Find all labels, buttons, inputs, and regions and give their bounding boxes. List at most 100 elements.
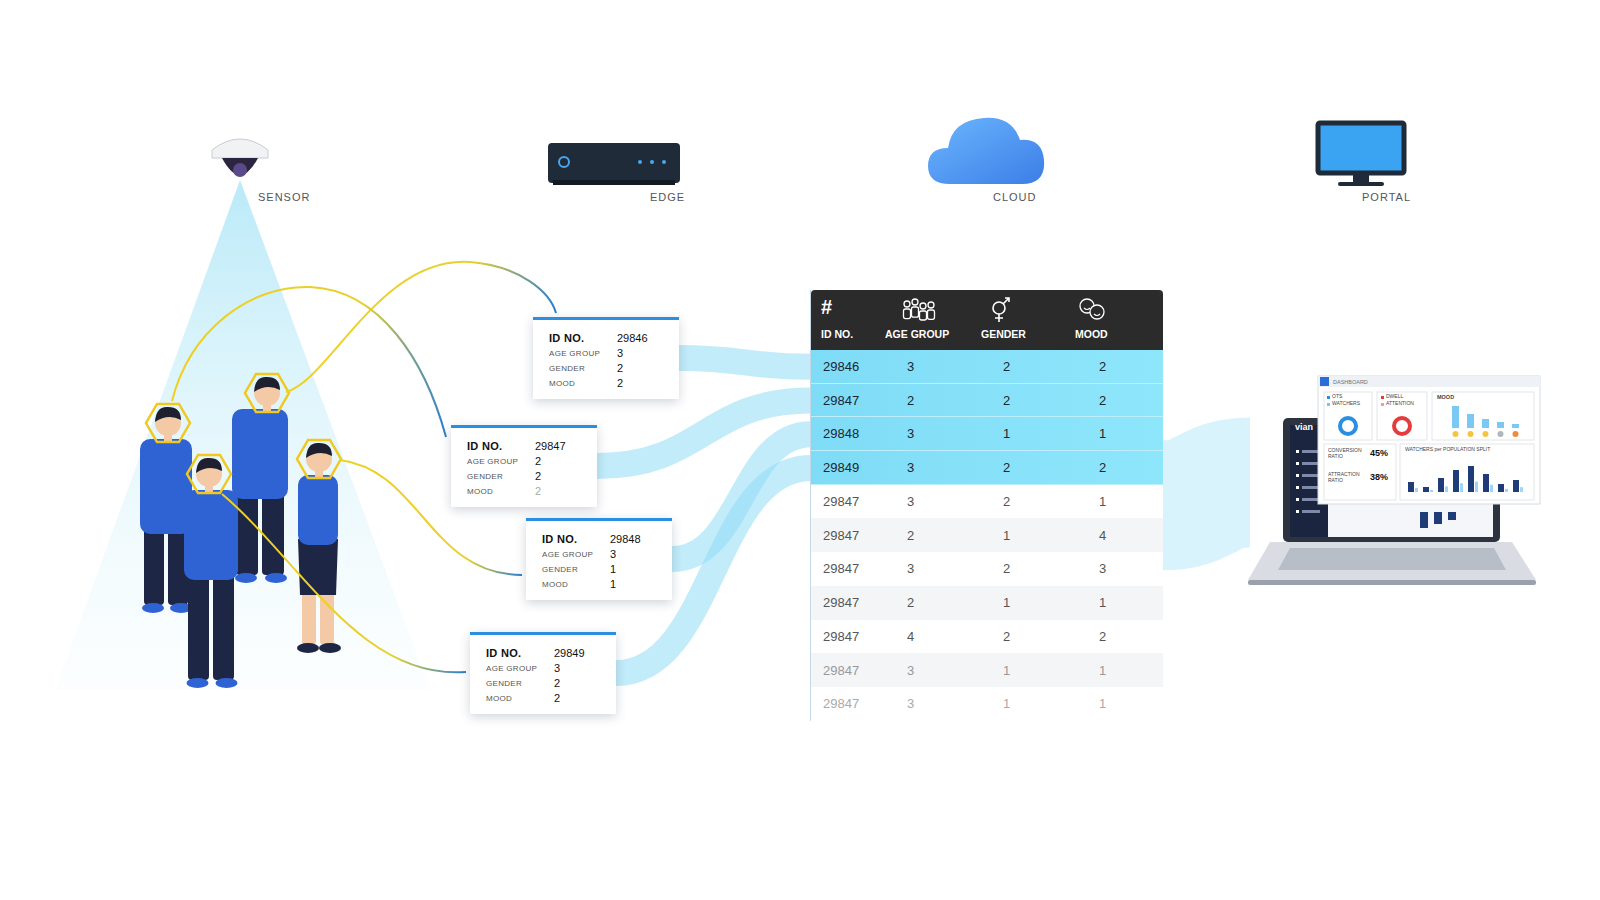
table-cell: 1 [1099, 494, 1163, 509]
column-heading: ID NO. [821, 328, 853, 340]
split-bar [1415, 488, 1418, 492]
field-value: 3 [610, 548, 660, 560]
portal-laptop: vianDASHBOARDOTSWATCHERSDWELLATTENTIONMO… [1250, 375, 1540, 590]
table-cell: 1 [1099, 426, 1163, 441]
split-bar [1513, 480, 1519, 492]
split-bar [1453, 470, 1459, 492]
age-icon [928, 310, 935, 319]
table-cell: 2 [1099, 460, 1163, 475]
field-value: 2 [617, 377, 667, 389]
field-label: GENDER [486, 679, 554, 688]
sidebar-line [1302, 498, 1320, 501]
age-icon [904, 301, 910, 307]
column-heading: MOOD [1075, 328, 1108, 340]
person-shoe [319, 643, 341, 653]
dashboard-text: WATCHERS per POPULATION SPLIT [1405, 447, 1490, 453]
table-row: 29847422 [811, 620, 1163, 654]
table-cell: 2 [907, 393, 1003, 408]
split-bar [1468, 466, 1474, 492]
data-flow-band [616, 468, 811, 673]
screen-bar [1434, 512, 1442, 524]
mood-bar [1482, 419, 1489, 428]
person-shoe [297, 643, 319, 653]
table-cell: 29847 [823, 528, 907, 543]
dashboard-text: vian [1295, 422, 1313, 432]
laptop-base [1248, 542, 1536, 580]
sidebar-line [1302, 450, 1320, 453]
mood-icon [1090, 305, 1104, 319]
table-cell: 2 [1003, 561, 1099, 576]
mood-icon [1084, 308, 1090, 310]
column-heading: AGE GROUP [885, 328, 949, 340]
edge-led [638, 160, 642, 164]
split-bar [1490, 485, 1493, 492]
field-value: 2 [617, 362, 667, 374]
sidebar-line [1302, 462, 1320, 465]
face-wire [222, 494, 466, 672]
age-icon [912, 307, 919, 317]
sidebar-line [1302, 486, 1320, 489]
screen-bar [1448, 512, 1456, 520]
field-label: GENDER [542, 565, 610, 574]
column-icons [811, 290, 1163, 326]
face-detection-hexagon [146, 404, 190, 442]
column-heading: # [821, 296, 832, 319]
cloud-icon [928, 118, 1044, 184]
dashboard-text: 38% [1370, 472, 1388, 482]
face-wire [340, 460, 522, 575]
sidebar-line [1302, 474, 1320, 477]
split-bar [1498, 484, 1504, 492]
dashboard-panel [1432, 392, 1534, 440]
dashboard-panel [1324, 392, 1372, 440]
age-icon [920, 311, 927, 320]
table-cell: 2 [1003, 359, 1099, 374]
sidebar-dot [1296, 450, 1299, 453]
edge-led [650, 160, 654, 164]
table-cell: 1 [1099, 595, 1163, 610]
table-row: 29849322 [811, 451, 1163, 485]
dashboard-text: CONVERSION RATIO [1328, 448, 1368, 460]
table-cell: 29847 [823, 696, 907, 711]
field-label: AGE GROUP [549, 349, 617, 358]
age-icon [912, 299, 918, 305]
mood-bar [1452, 406, 1459, 428]
mood-emoji [1468, 431, 1474, 437]
face-wire [172, 287, 446, 437]
legend-dot [1381, 403, 1384, 406]
screen-bar [1420, 512, 1428, 528]
dashboard-text: MOOD [1437, 394, 1454, 400]
field-label: ID NO. [542, 533, 610, 545]
person-hair [155, 407, 181, 422]
donut-chart [1340, 418, 1356, 434]
table-cell: 1 [1099, 696, 1163, 711]
dashboard-text: ATTENTION [1386, 401, 1414, 407]
monitor-stand [1338, 182, 1384, 186]
table-cell: 3 [907, 561, 1003, 576]
stage-label: CLOUD [993, 191, 1037, 203]
table-cell: 3 [907, 663, 1003, 678]
record-card: ID NO.29849AGE GROUP3GENDER2MOOD2 [470, 632, 616, 714]
split-bar [1438, 478, 1444, 492]
person-shoe [216, 678, 238, 688]
table-cell: 3 [907, 696, 1003, 711]
monitor-neck [1353, 175, 1369, 183]
mood-emoji [1453, 431, 1459, 437]
face-detection-hexagon [245, 374, 289, 412]
record-card: ID NO.29848AGE GROUP3GENDER1MOOD1 [526, 518, 672, 600]
field-value: 2 [554, 677, 604, 689]
field-value: 29847 [535, 440, 585, 452]
mood-bar [1497, 422, 1504, 428]
dashboard-topbar [1318, 376, 1540, 387]
table-cell: 29849 [823, 460, 907, 475]
dashboard-logo [1320, 377, 1329, 386]
sidebar-dot [1296, 486, 1299, 489]
table-cell: 29847 [823, 595, 907, 610]
edge-led [559, 157, 569, 167]
person-torso [184, 490, 238, 580]
record-card: ID NO.29847AGE GROUP2GENDER2MOOD2 [451, 425, 597, 507]
field-value: 29849 [554, 647, 604, 659]
laptop-edge [1248, 580, 1536, 585]
split-bar [1430, 490, 1433, 492]
gender-icon [995, 298, 1009, 322]
field-label: ID NO. [486, 647, 554, 659]
